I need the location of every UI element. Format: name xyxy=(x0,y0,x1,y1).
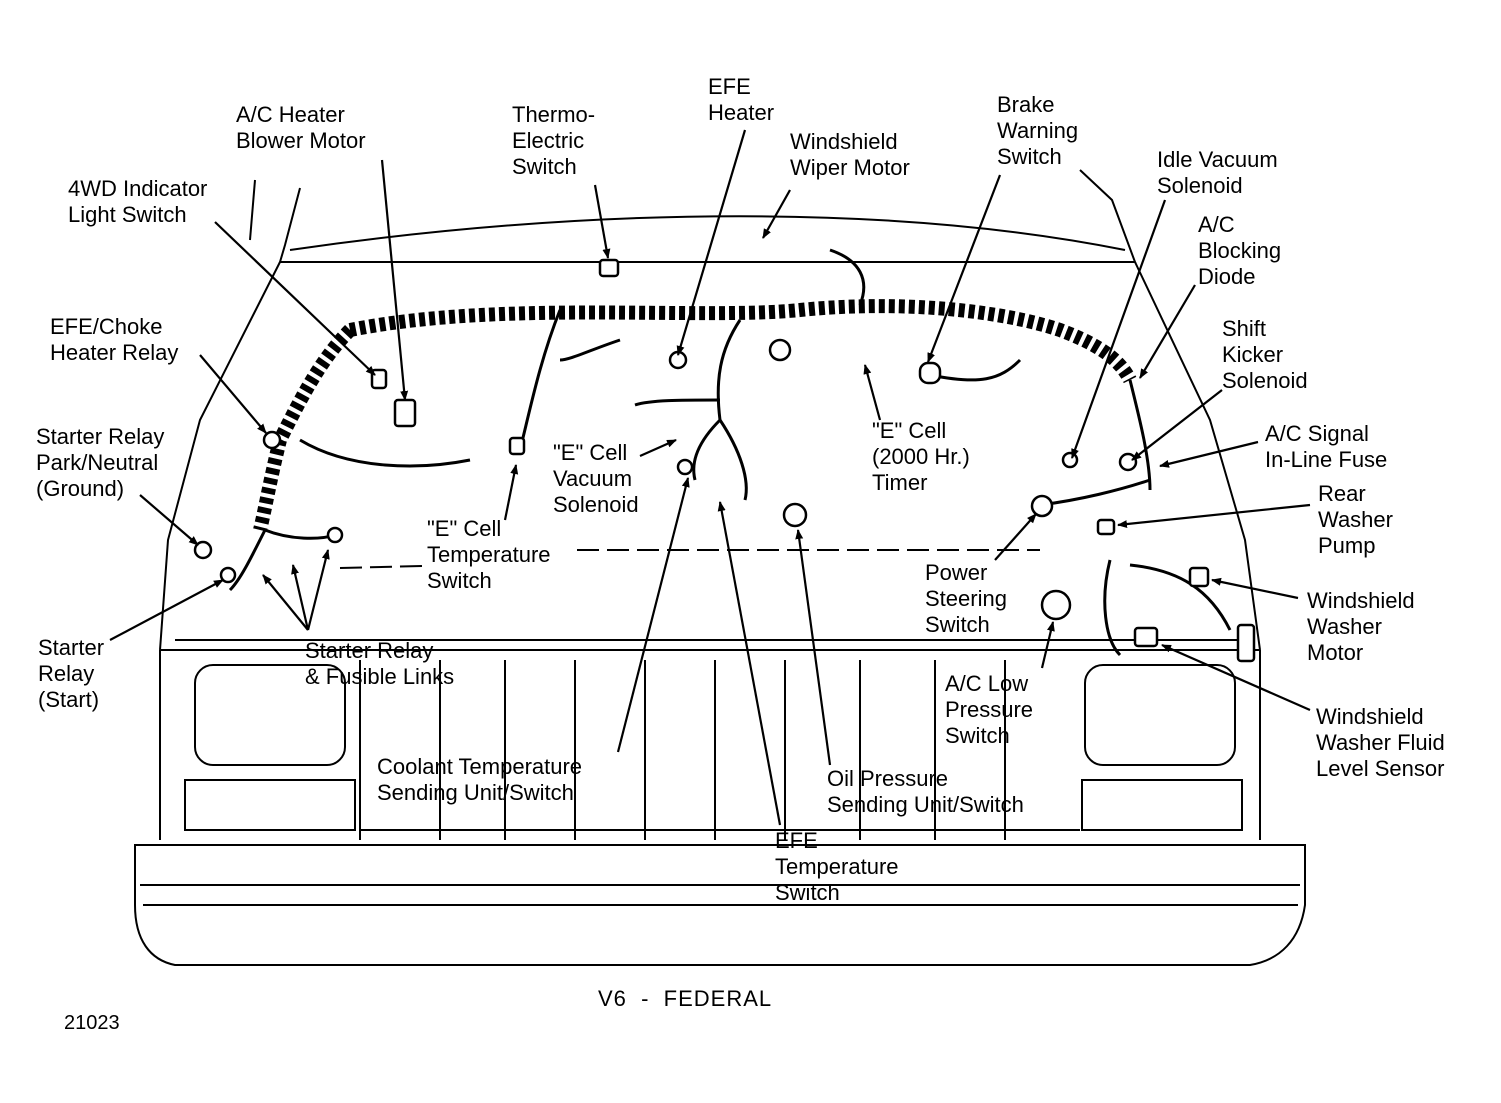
diagram-caption: V6 - FEDERAL xyxy=(598,986,773,1011)
label-oil-pressure-sending-unit: Oil Pressure Sending Unit/Switch xyxy=(827,766,1024,817)
arrow-e-cell-temperature-switch xyxy=(503,464,519,521)
arrow-efe-choke-relay xyxy=(199,354,267,434)
label-starter-relay-start: Starter Relay (Start) xyxy=(38,635,105,712)
arrow-ac-heater-blower-motor xyxy=(380,159,409,401)
arrow-oil-pressure-unit xyxy=(795,529,832,766)
arrow-starter-relay-start xyxy=(109,579,224,641)
arrow-rear-washer-pump xyxy=(1117,503,1311,529)
label-windshield-wiper-motor: Windshield Wiper Motor xyxy=(790,129,910,180)
arrow-starter-relay-fusible-2 xyxy=(291,564,310,631)
label-windshield-washer-motor: Windshield Washer Motor xyxy=(1307,588,1415,665)
label-coolant-temperature-sending-unit: Coolant Temperature Sending Unit/Switch xyxy=(377,754,583,805)
arrow-ac-signal-fuse xyxy=(1159,440,1259,468)
arrow-shift-kicker xyxy=(1131,389,1223,461)
wiring-harness xyxy=(228,248,1232,657)
arrow-starter-relay-park-neutral xyxy=(139,494,199,546)
label-rear-washer-pump: Rear Washer Pump xyxy=(1318,481,1393,558)
label-ac-heater-blower-motor: A/C Heater Blower Motor xyxy=(236,102,366,153)
label-windshield-washer-fluid-level-sensor: Windshield Washer Fluid Level Sensor xyxy=(1316,704,1445,781)
arrow-power-steering-switch xyxy=(994,513,1037,561)
label-power-steering-switch: Power Steering Switch xyxy=(925,560,1007,637)
label-4wd-indicator-light-switch: 4WD Indicator Light Switch xyxy=(68,176,208,227)
label-ac-signal-inline-fuse: A/C Signal In-Line Fuse xyxy=(1265,421,1388,472)
arrow-brake-warning-switch xyxy=(926,174,1002,363)
arrow-efe-temperature-switch xyxy=(717,501,782,826)
vehicle-body-outline xyxy=(134,169,1306,966)
arrow-ac-blocking-diode xyxy=(1139,284,1196,379)
figure-number: 21023 xyxy=(64,1012,120,1034)
label-efe-heater: EFE Heater xyxy=(708,74,775,125)
label-ac-low-pressure-switch: A/C Low Pressure Switch xyxy=(945,671,1034,748)
arrow-coolant-temperature-unit xyxy=(616,477,690,753)
label-idle-vacuum-solenoid: Idle Vacuum Solenoid xyxy=(1157,147,1278,198)
dashed-leaders xyxy=(339,549,1040,569)
components xyxy=(193,258,1256,663)
arrow-idle-vacuum-solenoid xyxy=(1070,199,1167,459)
arrow-ac-low-pressure-switch xyxy=(1040,621,1055,669)
label-e-cell-temperature-switch: "E" Cell Temperature Switch xyxy=(427,516,551,593)
callout-arrows xyxy=(109,129,1311,826)
arrow-starter-relay-fusible-1 xyxy=(262,574,309,631)
arrow-windshield-wiper-motor xyxy=(762,189,791,239)
arrow-e-cell-timer xyxy=(863,364,882,421)
label-starter-relay-park-neutral: Starter Relay Park/Neutral (Ground) xyxy=(36,424,165,501)
arrow-thermo-electric-switch xyxy=(593,184,611,259)
label-efe-temperature-switch: EFE Temperature Switch xyxy=(775,828,899,905)
label-efe-choke-heater-relay: EFE/Choke Heater Relay xyxy=(50,314,179,365)
label-e-cell-vacuum-solenoid: "E" Cell Vacuum Solenoid xyxy=(553,440,639,517)
arrow-efe-heater xyxy=(676,129,747,356)
arrow-windshield-washer-motor xyxy=(1211,577,1299,600)
arrow-e-cell-vacuum-solenoid xyxy=(639,438,677,458)
arrow-4wd-indicator xyxy=(214,221,376,376)
label-ac-blocking-diode: A/C Blocking Diode xyxy=(1198,212,1282,289)
label-e-cell-timer: "E" Cell (2000 Hr.) Timer xyxy=(872,418,970,495)
label-thermo-electric-switch: Thermo- Electric Switch xyxy=(512,102,596,179)
label-shift-kicker-solenoid: Shift Kicker Solenoid xyxy=(1222,316,1308,393)
label-starter-relay-fusible-links: Starter Relay & Fusible Links xyxy=(305,638,455,689)
arrow-windshield-washer-fluid-sensor xyxy=(1161,643,1311,712)
label-brake-warning-switch: Brake Warning Switch xyxy=(997,92,1079,169)
arrow-starter-relay-fusible-3 xyxy=(306,549,330,631)
